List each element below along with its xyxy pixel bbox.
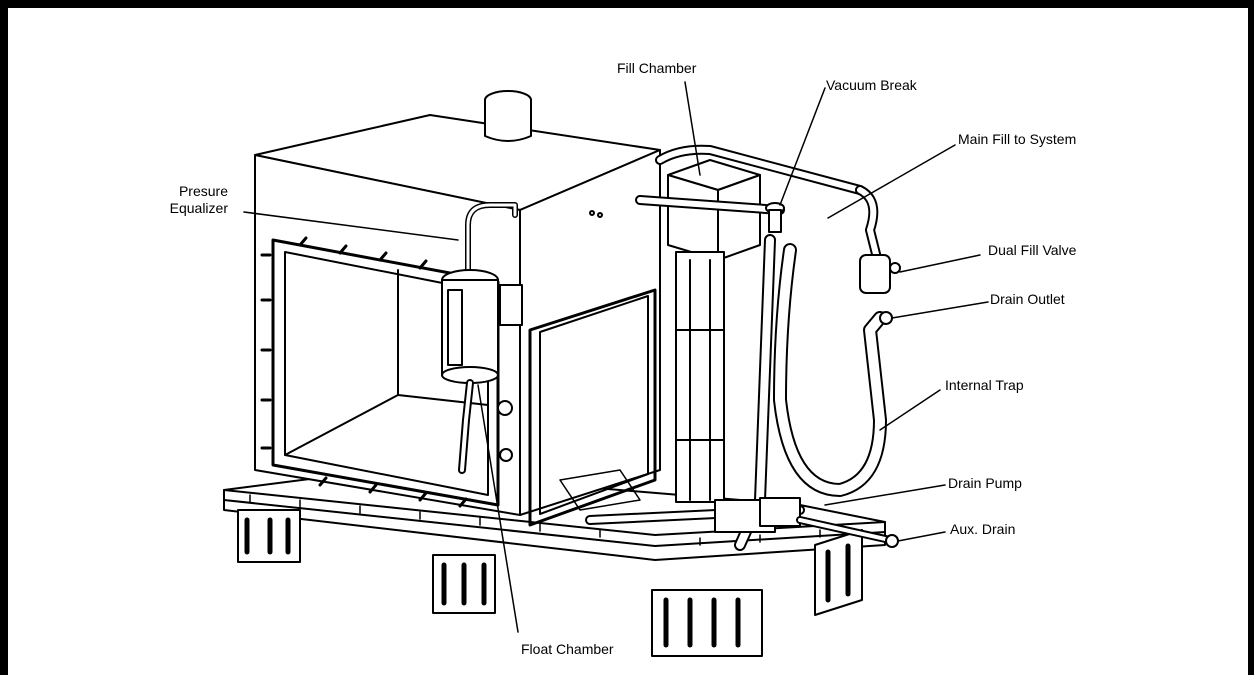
label-drain-outlet: Drain Outlet: [990, 291, 1065, 307]
skid-legs: [237, 509, 863, 657]
label-dual-fill-valve: Dual Fill Valve: [988, 242, 1077, 258]
label-vacuum-break: Vacuum Break: [826, 77, 917, 93]
label-fill-chamber: Fill Chamber: [617, 60, 697, 76]
label-main-fill-to-system: Main Fill to System: [958, 131, 1077, 147]
leader-lines: [243, 81, 989, 633]
fill-chamber-column: [635, 144, 865, 503]
float-chamber-assembly: [441, 202, 523, 474]
main-cabinet: [254, 90, 661, 527]
label-internal-trap: Internal Trap: [945, 377, 1024, 393]
label-presure: Presure: [178, 183, 228, 199]
label-drain-pump: Drain Pump: [948, 475, 1022, 491]
label-aux-drain: Aux. Drain: [950, 521, 1016, 537]
label-float-chamber: Float Chamber: [521, 641, 614, 657]
label-equalizer: Equalizer: [169, 200, 228, 216]
vacuum-break-piping: [765, 185, 901, 294]
drain-pump-assembly: [559, 469, 899, 548]
